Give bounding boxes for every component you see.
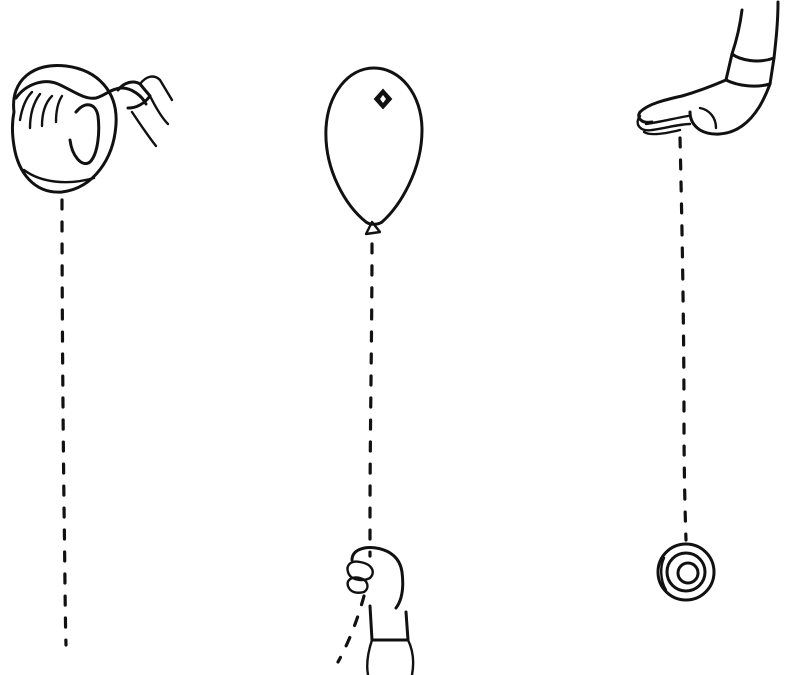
hand-icon bbox=[14, 75, 174, 165]
fist-icon bbox=[336, 546, 415, 675]
balloon-on-string-figure bbox=[324, 66, 424, 675]
balloon-string bbox=[368, 242, 374, 558]
yoyo-icon bbox=[656, 542, 716, 602]
balloon-icon bbox=[324, 66, 424, 236]
yoyo-string bbox=[678, 136, 688, 542]
hand-on-ball-figure bbox=[11, 63, 174, 647]
dashed-drop-line bbox=[60, 198, 68, 647]
hanging-hand-icon bbox=[636, 0, 780, 136]
ball-icon bbox=[11, 63, 118, 194]
yoyo-from-hand-figure bbox=[636, 0, 780, 602]
